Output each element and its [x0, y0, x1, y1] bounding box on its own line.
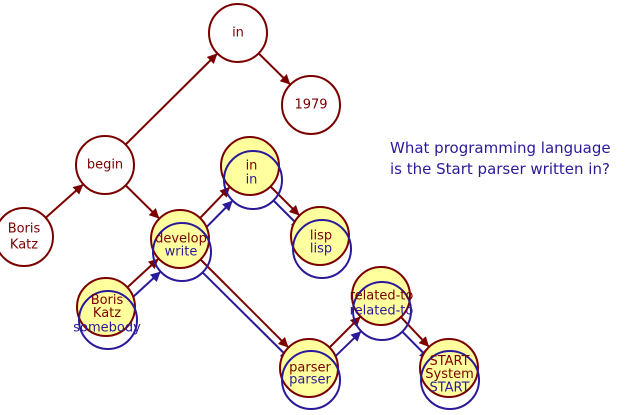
edge-boris-to-develop: [126, 258, 159, 289]
node-in-top: [208, 3, 268, 63]
node-start-query-circle: [420, 350, 480, 410]
node-boris-somebody-kb-label-line-1: Boris: [91, 293, 124, 308]
question-line-2: is the Start parser written in?: [390, 160, 610, 178]
node-parser-query-label-line-1: parser: [289, 373, 331, 388]
node-lisp-query-circle: [292, 219, 352, 279]
node-develop-query-circle: [152, 222, 212, 282]
edge-in-to-lisp: [269, 185, 300, 216]
node-develop-query-label-line-1: write: [165, 245, 198, 260]
node-related-query-label-line-1: related-to: [350, 304, 414, 319]
node-begin: [75, 135, 135, 195]
node-lisp-query-label-line-1: lisp: [310, 242, 332, 257]
node-related-query-circle: [352, 281, 412, 341]
node-in-mid-query-circle: [223, 150, 283, 210]
node-boris-katz-label-line-1: Boris: [8, 222, 41, 237]
node-boris-katz-label-line-2: Katz: [10, 238, 38, 253]
node-boris-somebody-kb-label-line-2: Katz: [93, 306, 121, 321]
nodes-layer: in1979beginBorisKatzinindevelopwritelisp…: [0, 3, 480, 410]
edge-develop-to-in: [199, 186, 230, 219]
node-start-kb-label-line-2: System: [425, 367, 473, 382]
node-boris-somebody-query-circle: [78, 290, 138, 350]
node-in-mid-kb-label-line-1: in: [246, 159, 258, 174]
node-related-kb-label-line-1: related-to: [350, 289, 414, 304]
node-in-mid-query-label-line-1: in: [246, 173, 258, 188]
node-year: [281, 75, 341, 135]
edge-boris-katz-to-begin: [45, 184, 84, 219]
edge-begin-to-develop: [124, 184, 160, 219]
question-line-1: What programming language: [390, 139, 611, 157]
node-parser-kb-label-line-1: parser: [289, 361, 331, 376]
edge-parser-to-related-blue: [331, 331, 362, 361]
edge-write-to-parser: [201, 271, 291, 360]
question-text: What programming language is the Start p…: [390, 138, 628, 180]
node-lisp-kb-label-line-1: lisp: [310, 229, 332, 244]
node-develop-kb-label-line-1: develop: [155, 232, 207, 247]
edge-begin-to-in: [124, 53, 218, 146]
node-in-top-label-line-1: in: [232, 26, 244, 41]
edge-develop-to-parser: [199, 258, 289, 348]
edge-write-to-in: [201, 200, 233, 233]
node-boris-katz: [0, 207, 54, 267]
edge-in-to-1979: [257, 52, 291, 85]
edge-somebody-to-write: [128, 271, 161, 302]
edge-related-to-start: [400, 316, 430, 347]
node-begin-label-line-1: begin: [87, 158, 123, 173]
node-year-label-line-1: 1979: [294, 98, 327, 113]
node-parser-query-circle: [281, 350, 341, 410]
node-start-kb-label-line-1: START: [429, 354, 469, 369]
node-boris-somebody-query-label-line-1: somebody: [73, 321, 141, 336]
node-start-query-label-line-1: START: [429, 381, 469, 396]
node-related-kb-circle: [351, 266, 411, 326]
